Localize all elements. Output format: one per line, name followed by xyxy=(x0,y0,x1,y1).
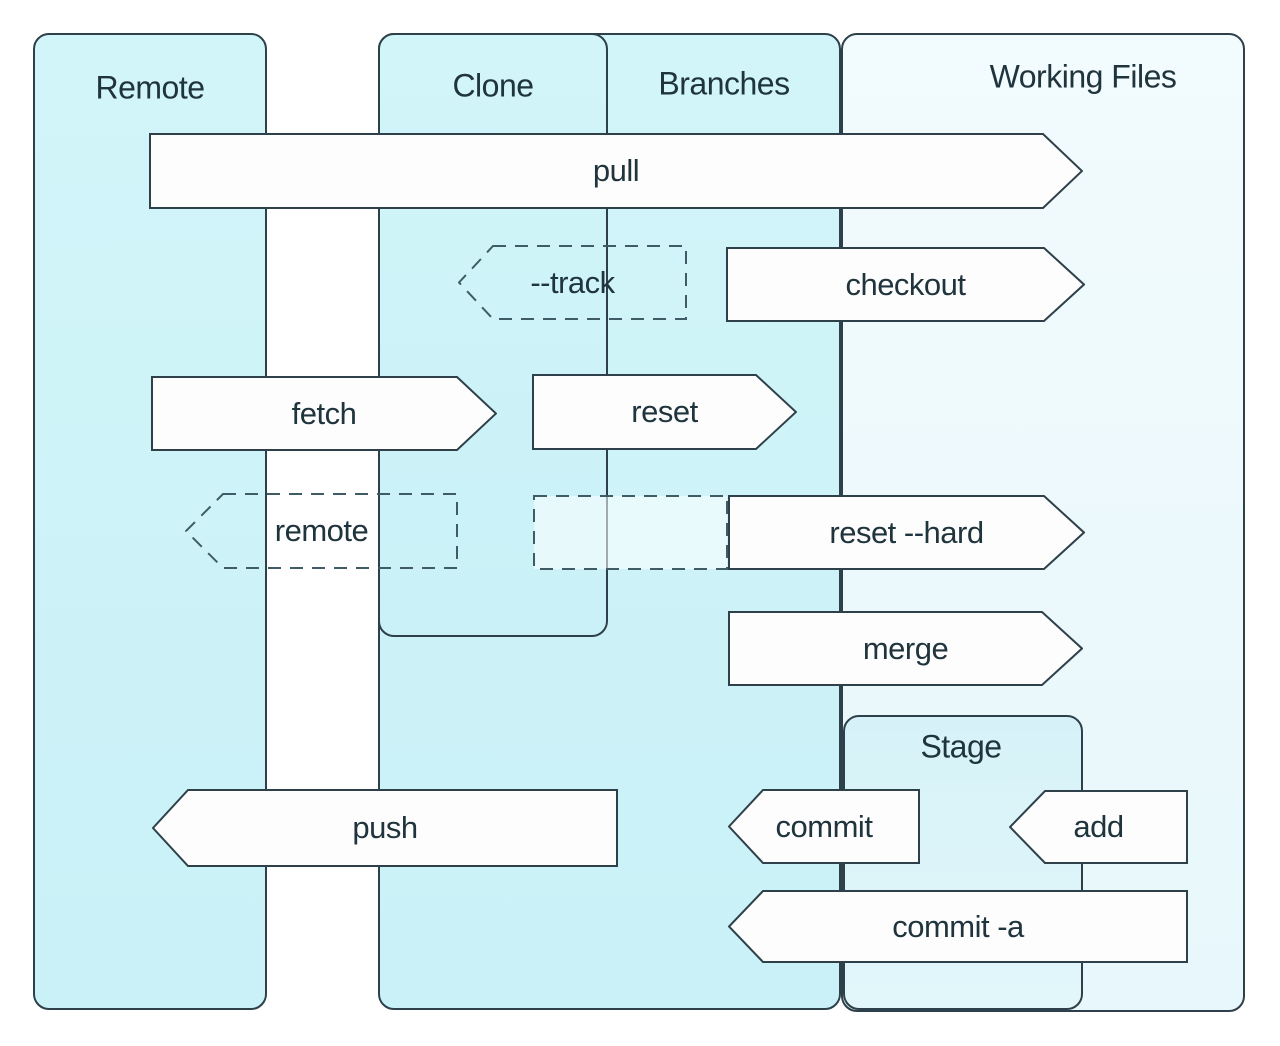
left-arrow-shape xyxy=(1009,790,1188,864)
arrow-reset-hard-label: reset --hard xyxy=(829,514,984,550)
arrow-pull-label: pull xyxy=(592,153,640,188)
arrow-checkout-label: checkout xyxy=(845,266,966,302)
right-arrow-shape xyxy=(728,611,1083,686)
arrow-fetch: fetch xyxy=(151,376,497,451)
arrow-commit-a: commit -a xyxy=(728,890,1188,963)
arrow-reset: reset xyxy=(532,374,797,450)
stage-label: Stage xyxy=(920,728,1002,765)
arrow-merge-label: merge xyxy=(862,630,949,666)
arrow-reset-hard-ghost xyxy=(533,495,728,570)
arrow-remote-label: remote xyxy=(274,513,369,548)
left-arrow-shape xyxy=(728,890,1188,963)
working-files-column-label: Working Files xyxy=(989,58,1177,95)
arrow-push-label: push xyxy=(352,810,418,845)
right-arrow-shape xyxy=(726,247,1085,322)
clone-column-label: Clone xyxy=(452,67,534,104)
left-arrow-shape xyxy=(728,789,920,864)
left-arrow-dashed-shape xyxy=(185,493,458,569)
remote-column-label: Remote xyxy=(95,69,205,106)
arrow-push: push xyxy=(152,789,618,867)
arrow-fetch-label: fetch xyxy=(291,395,357,431)
arrow-reset-hard: reset --hard xyxy=(728,495,1085,570)
arrow-merge: merge xyxy=(728,611,1083,686)
right-arrow-shape xyxy=(532,374,797,450)
arrow-checkout: checkout xyxy=(726,247,1085,322)
arrow-add: add xyxy=(1009,790,1188,864)
arrow-reset-label: reset xyxy=(631,394,698,429)
left-arrow-shape xyxy=(152,789,618,867)
right-arrow-shape xyxy=(149,133,1083,209)
arrow-track-label: --track xyxy=(530,264,615,300)
arrow-commit-label: commit xyxy=(775,808,873,844)
right-arrow-shape xyxy=(728,495,1085,570)
dashed-rect-shape xyxy=(533,495,728,570)
arrow-remote: remote xyxy=(185,493,458,569)
arrow-track: --track xyxy=(458,245,687,320)
right-arrow-shape xyxy=(151,376,497,451)
arrow-commit: commit xyxy=(728,789,920,864)
branches-column-label: Branches xyxy=(658,65,790,102)
arrow-commit-a-label: commit -a xyxy=(892,908,1024,944)
left-arrow-dashed-shape xyxy=(458,245,687,320)
arrow-add-label: add xyxy=(1073,809,1124,844)
arrow-pull: pull xyxy=(149,133,1083,209)
